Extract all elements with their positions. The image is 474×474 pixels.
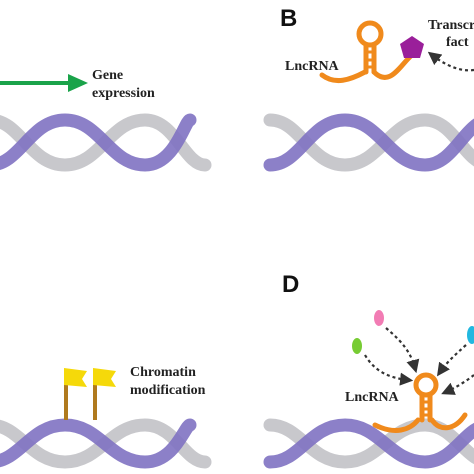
dna-strand-front <box>0 113 197 172</box>
modification-label: modification <box>130 383 206 398</box>
expression-label: expression <box>92 86 155 101</box>
panel-b: B LncRNA Transcr fact <box>263 5 474 172</box>
tf-label-line1: Transcr <box>428 18 474 33</box>
chromatin-flag-icon <box>64 368 87 420</box>
dna-helix <box>0 418 212 469</box>
chromatin-flag-icon <box>93 368 116 420</box>
gene-label: Gene <box>92 68 123 83</box>
recruit-arrow-cyan <box>436 344 467 377</box>
lncrna-hairpin <box>372 372 468 433</box>
panel-b-letter: B <box>280 5 297 32</box>
lncrna-label: LncRNA <box>345 390 400 405</box>
dna-strand-front <box>263 418 474 469</box>
lncrna-label: LncRNA <box>285 59 340 74</box>
dna-strand-front <box>263 113 474 172</box>
protein-cyan-icon <box>467 326 474 344</box>
dna-strand-front <box>0 418 197 469</box>
chromatin-label: Chromatin <box>130 365 196 380</box>
protein-green-icon <box>352 338 362 354</box>
panel-c: Chromatin modification <box>0 365 212 469</box>
tf-label-line2: fact <box>446 35 469 50</box>
dna-helix <box>263 418 474 469</box>
lncrna-hairpin <box>319 20 415 84</box>
panel-a: Gene expression <box>0 68 212 172</box>
panel-d: D LncRNA <box>263 271 474 469</box>
dna-helix <box>263 113 474 172</box>
transcription-factor-icon <box>400 36 424 58</box>
recruit-arrow <box>427 51 474 72</box>
protein-pink-icon <box>374 310 384 326</box>
recruit-arrow-right <box>441 374 474 395</box>
dna-helix <box>0 113 212 172</box>
expression-arrow <box>0 74 88 92</box>
recruit-arrow-pink <box>385 327 420 374</box>
recruit-arrow-green <box>364 354 414 386</box>
panel-d-letter: D <box>282 271 299 298</box>
